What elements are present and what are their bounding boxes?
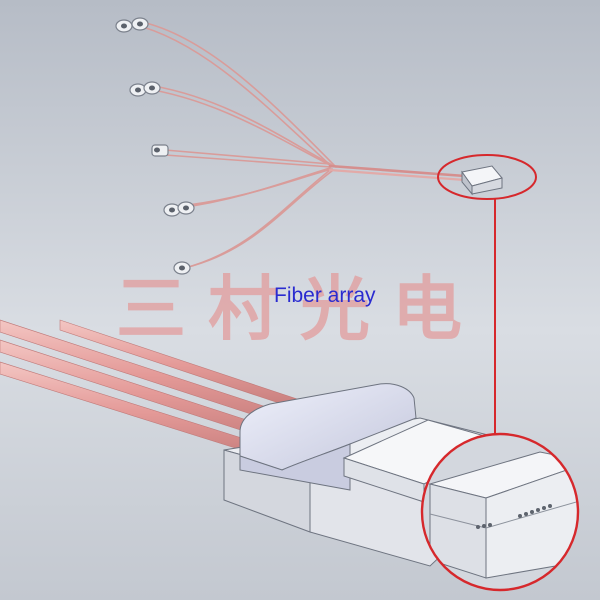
fiber-array-caption: Fiber array <box>274 284 376 307</box>
callout-ellipse <box>437 154 537 200</box>
fiber-bundle-overview <box>131 22 467 269</box>
fiber-grooves <box>476 504 552 529</box>
connector-4 <box>163 201 195 217</box>
connector-5 <box>173 261 191 275</box>
small-fiber-array-block <box>461 165 503 196</box>
magnified-end-face <box>422 434 578 590</box>
connector-ferrules <box>115 17 195 275</box>
magnifier-circle <box>420 432 580 592</box>
fiber-ribbons-large <box>0 319 301 463</box>
watermark-text: 三村光电 <box>116 268 484 350</box>
connector-1 <box>115 17 149 33</box>
connector-3 <box>151 144 169 157</box>
connector-2 <box>129 81 161 97</box>
